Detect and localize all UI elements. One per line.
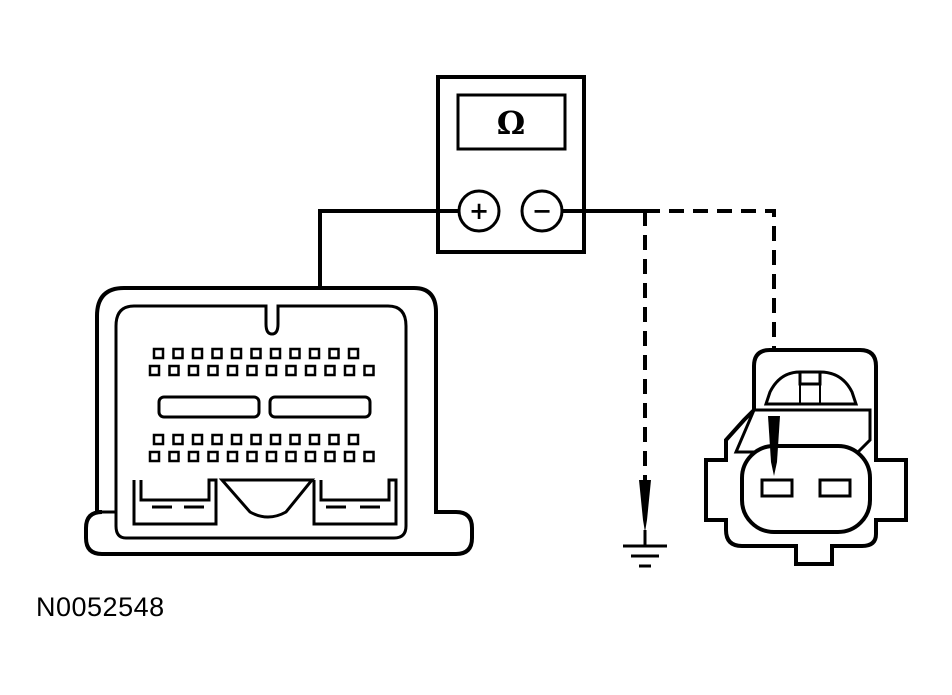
negative-terminal-label: −: [532, 196, 552, 225]
module-pin-cavity: [269, 433, 282, 446]
module-connector: [84, 286, 474, 556]
module-pin-cavity: [289, 347, 301, 360]
module-pin-cavity: [343, 450, 356, 463]
module-pin-cavity: [324, 364, 336, 377]
module-pin-cavity: [191, 347, 204, 360]
module-pin-cavity: [285, 364, 297, 377]
module-pin-cavity: [226, 450, 239, 463]
module-pin-cavity: [207, 450, 219, 463]
module-pin-cavity: [230, 347, 243, 360]
module-long-slot-right: [268, 395, 372, 419]
ohm-symbol: Ω: [497, 104, 525, 142]
module-pin-cavity: [187, 364, 200, 377]
module-pin-cavity: [172, 347, 184, 360]
module-pin-cavity: [187, 450, 200, 463]
module-pin-cavity: [148, 450, 161, 463]
module-pin-cavity: [246, 450, 258, 463]
module-pin-cavity: [308, 433, 321, 446]
module-pin-cavity: [246, 364, 258, 377]
sensor-probe-tip: [768, 416, 780, 476]
module-pin-cavity: [269, 347, 282, 360]
module-key-center: [218, 478, 316, 519]
module-pin-cavity: [328, 347, 340, 360]
module-pin-cavity: [285, 450, 297, 463]
module-pin-cavity: [250, 433, 262, 446]
module-pin-cavity: [207, 364, 219, 377]
module-pin-cavity: [172, 433, 184, 446]
module-pin-cavity: [347, 347, 360, 360]
sensor-terminal-2: [818, 478, 852, 498]
module-pin-cavity: [363, 364, 375, 377]
module-pin-cavity: [168, 364, 180, 377]
module-pin-cavity: [324, 450, 336, 463]
module-pin-cavity: [226, 364, 239, 377]
module-pin-cavity: [250, 347, 262, 360]
module-pin-cavity: [304, 364, 317, 377]
module-pin-cavity: [289, 433, 301, 446]
module-pin-cavity: [308, 347, 321, 360]
module-pin-cavity: [168, 450, 180, 463]
figure-id: N0052548: [36, 592, 165, 622]
module-long-slot-left: [157, 395, 261, 419]
module-pin-cavity: [211, 347, 223, 360]
module-pin-cavity: [347, 433, 360, 446]
module-pin-cavity: [230, 433, 243, 446]
ohmmeter: Ω + −: [436, 75, 586, 254]
module-pin-cavity: [343, 364, 356, 377]
sensor-connector: [704, 348, 908, 566]
module-pin-cavity: [328, 433, 340, 446]
module-pin-array: [148, 347, 375, 463]
ground-probe-tip: [639, 480, 651, 532]
module-pin-cavity: [148, 364, 161, 377]
module-key-left: [132, 478, 218, 526]
positive-terminal-label: +: [469, 196, 489, 225]
module-pin-cavity: [191, 433, 204, 446]
module-pin-cavity: [265, 364, 278, 377]
module-pin-cavity: [265, 450, 278, 463]
module-inner-face: [114, 304, 408, 540]
module-key-right: [312, 478, 398, 526]
module-pin-cavity: [304, 450, 317, 463]
ground-icon: [623, 480, 667, 568]
sensor-terminal-1: [760, 478, 794, 498]
module-pin-cavity: [152, 433, 165, 446]
module-pin-cavity: [152, 347, 165, 360]
ohmmeter-display: [456, 93, 567, 151]
module-pin-cavity: [211, 433, 223, 446]
module-pin-cavity: [363, 450, 375, 463]
